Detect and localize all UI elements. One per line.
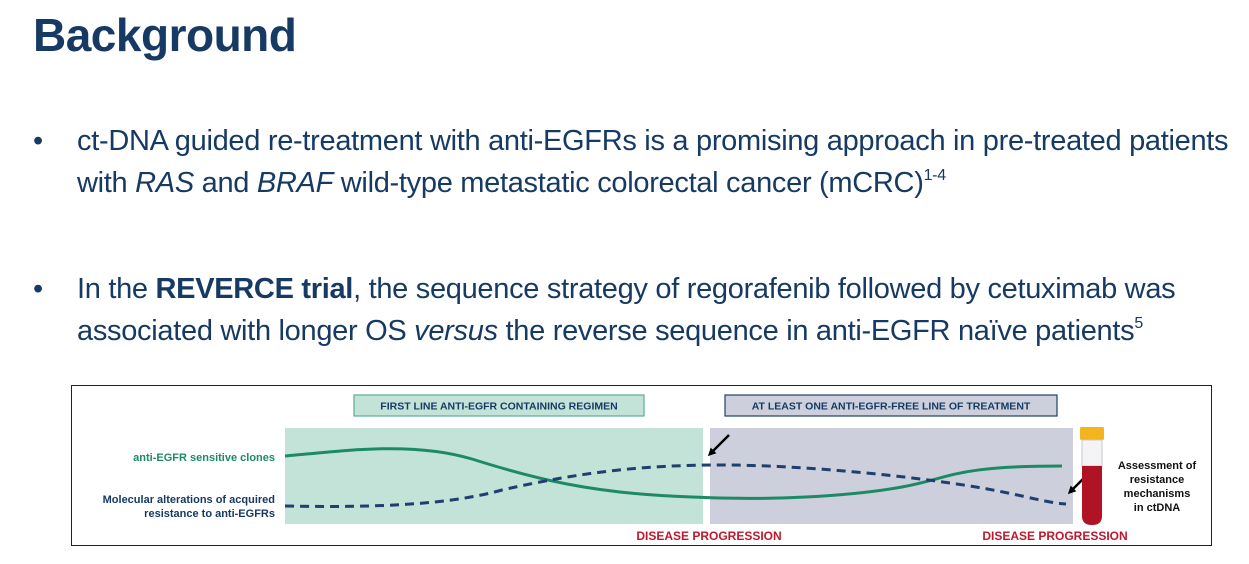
- bullet-marker: •: [33, 125, 43, 157]
- bullet-text-part: In the: [77, 273, 156, 305]
- slide-title: Background: [33, 9, 297, 61]
- phase1-label-box: [353, 394, 645, 417]
- phase1-region: [285, 428, 703, 524]
- bullet-text: ct-DNA guided re-treatment with anti-EGF…: [77, 120, 1233, 204]
- disease-progression-label-1: DISEASE PROGRESSION: [636, 529, 781, 543]
- bullet-text-part: , the sequence strategy of regorafenib f…: [77, 273, 1176, 347]
- bullet-text-part: wild-type metastatic colorectal cancer (…: [333, 167, 924, 199]
- bullet-bold-reverce: REVERCE trial: [155, 273, 354, 305]
- assessment-line1: Assessment of: [1118, 460, 1197, 472]
- bullet-italic-versus: versus: [414, 315, 498, 347]
- assessment-line3: mechanisms: [1124, 488, 1191, 500]
- sensitive-clones-label: anti-EGFR sensitive clones: [133, 452, 275, 464]
- phase2-label: AT LEAST ONE ANTI-EGFR-FREE LINE OF TREA…: [752, 401, 1031, 413]
- assessment-line2: resistance: [1130, 474, 1184, 486]
- bullet-marker: •: [33, 273, 43, 305]
- bullet-italic-braf: BRAF: [256, 167, 334, 199]
- timeline-diagram: FIRST LINE ANTI-EGFR CONTAINING REGIMEN …: [103, 394, 1197, 543]
- assessment-line4: in ctDNA: [1134, 502, 1181, 514]
- resistance-label-line1: Molecular alterations of acquired: [103, 494, 275, 506]
- bullet-text: In the REVERCE trial, the sequence strat…: [77, 268, 1233, 352]
- bullet-text-part: and: [193, 167, 257, 199]
- bullet-reference: 1-4: [923, 167, 947, 184]
- bullet-reference: 5: [1134, 315, 1143, 332]
- sensitive-clones-curve: [284, 447, 1063, 500]
- tube-blood: [1082, 466, 1102, 525]
- progression-arrow-1: [707, 434, 730, 457]
- phase2-region: [710, 428, 1073, 524]
- phase2-label-box: [724, 394, 1058, 417]
- bullet-italic-ras: RAS: [135, 167, 194, 199]
- resistance-curve: [284, 463, 1067, 508]
- treatment-timeline-figure: FIRST LINE ANTI-EGFR CONTAINING REGIMEN …: [71, 385, 1212, 546]
- bullet-text-part: the reverse sequence in anti-EGFR naïve …: [497, 315, 1135, 347]
- blood-tube-icon: [1080, 427, 1104, 525]
- tube-cap: [1080, 427, 1104, 440]
- tube-body: [1081, 439, 1103, 467]
- bullet-text-part: ct-DNA guided re-treatment with anti-EGF…: [77, 125, 1229, 199]
- bullet-ctdna-retreatment: • ct-DNA guided re-treatment with anti-E…: [33, 120, 1233, 204]
- disease-progression-label-2: DISEASE PROGRESSION: [982, 529, 1127, 543]
- resistance-label-line2: resistance to anti-EGFRs: [144, 508, 275, 520]
- phase1-label: FIRST LINE ANTI-EGFR CONTAINING REGIMEN: [380, 401, 617, 413]
- bullet-reverce-trial: • In the REVERCE trial, the sequence str…: [33, 268, 1233, 352]
